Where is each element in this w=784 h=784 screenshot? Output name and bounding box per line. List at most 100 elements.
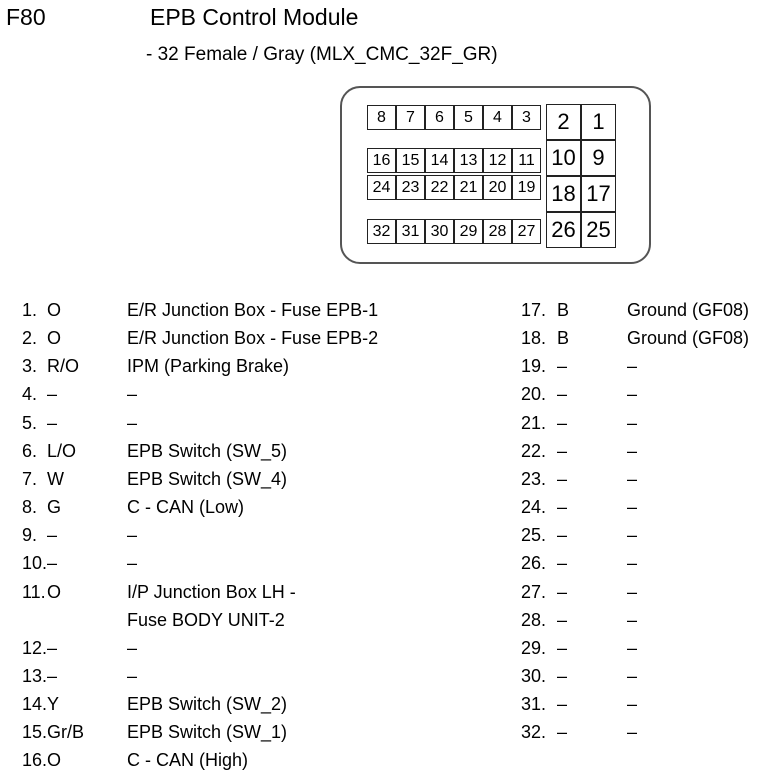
wire-color: –: [47, 637, 58, 658]
pin-description: IPM (Parking Brake): [127, 356, 290, 377]
wire-color: –: [557, 412, 568, 433]
wire-color: –: [557, 637, 568, 658]
pin-number: 7.: [22, 468, 38, 489]
wire-color: –: [557, 356, 568, 377]
pin-cell: 20: [483, 175, 512, 200]
pin-cell: 1: [581, 104, 616, 140]
wire-color: –: [557, 497, 568, 518]
wire-color: –: [557, 722, 568, 743]
pin-cell: 12: [483, 148, 512, 173]
component-title: EPB Control Module: [150, 4, 359, 30]
pin-number: 29.: [521, 637, 547, 658]
pin-description: EPB Switch (SW_5): [127, 440, 288, 461]
pin-number: 32.: [521, 722, 547, 743]
pin-description: –: [627, 637, 638, 658]
pin-number: 11.: [22, 581, 46, 602]
wire-color: Gr/B: [47, 722, 85, 743]
pin-description: –: [127, 553, 138, 574]
pin-description: –: [127, 412, 138, 433]
pin-cell: 26: [546, 212, 581, 248]
pin-cell: 3: [512, 105, 541, 130]
wire-color: –: [557, 665, 568, 686]
pin-description: –: [627, 609, 638, 630]
pin-cell: 16: [367, 148, 396, 173]
pin-cell: 19: [512, 175, 541, 200]
pin-cell: 29: [454, 219, 483, 244]
pin-description: –: [127, 525, 138, 546]
pin-description: –: [627, 525, 638, 546]
pin-number: 28.: [521, 609, 547, 630]
wire-color: O: [47, 328, 62, 349]
pin-number: 20.: [521, 384, 547, 405]
pin-description: EPB Switch (SW_1): [127, 722, 288, 743]
pin-description: E/R Junction Box - Fuse EPB-2: [127, 328, 379, 349]
pin-description: –: [627, 553, 638, 574]
pin-description: E/R Junction Box - Fuse EPB-1: [127, 300, 379, 320]
pin-description: –: [627, 722, 638, 743]
wire-color: –: [47, 412, 58, 433]
pin-cell: 31: [396, 219, 425, 244]
pin-number: 24.: [521, 497, 547, 518]
pin-description: –: [127, 384, 138, 405]
pin-description: C - CAN (High): [127, 750, 249, 771]
pin-number: 22.: [521, 440, 547, 461]
pin-description: –: [627, 384, 638, 405]
pin-number: 31.: [521, 694, 547, 715]
pin-cell: 30: [425, 219, 454, 244]
wire-color: –: [47, 525, 58, 546]
pin-number: 1.: [22, 300, 38, 320]
pin-cell: 7: [396, 105, 425, 130]
pin-number: 23.: [521, 468, 547, 489]
pin-description: Fuse BODY UNIT-2: [127, 609, 285, 630]
wire-color: G: [47, 497, 62, 518]
pin-number: 16.: [22, 750, 48, 771]
wire-color: R/O: [47, 356, 80, 377]
pin-number: 3.: [22, 356, 38, 377]
pin-cell: 17: [581, 176, 616, 212]
pin-number: 8.: [22, 497, 38, 518]
pin-number: 27.: [521, 581, 547, 602]
pin-number: 13.: [22, 665, 48, 686]
pin-number: 6.: [22, 440, 38, 461]
pin-description: –: [627, 356, 638, 377]
pin-description: EPB Switch (SW_4): [127, 468, 288, 489]
pin-description: C - CAN (Low): [127, 497, 245, 518]
wire-color: –: [557, 384, 568, 405]
pin-cell: 27: [512, 219, 541, 244]
pin-description: Ground (GF08): [627, 328, 750, 349]
pin-description: –: [127, 637, 138, 658]
wire-color: –: [557, 525, 568, 546]
pin-cell: 8: [367, 105, 396, 130]
pin-number: 15.: [22, 722, 48, 743]
wire-color: –: [557, 694, 568, 715]
pin-number: 10.: [22, 553, 48, 574]
wire-color: –: [47, 384, 58, 405]
wire-color: O: [47, 581, 62, 602]
wire-color: O: [47, 300, 62, 320]
pin-number: 25.: [521, 525, 547, 546]
wire-color: –: [557, 440, 568, 461]
pin-cell: 14: [425, 148, 454, 173]
pin-number: 19.: [521, 356, 547, 377]
pin-description: EPB Switch (SW_2): [127, 694, 288, 715]
pin-cell: 22: [425, 175, 454, 200]
pin-number: 21.: [521, 412, 547, 433]
pin-number: 30.: [521, 665, 547, 686]
pin-number: 5.: [22, 412, 38, 433]
wire-color: Y: [47, 694, 60, 715]
pin-number: 14.: [22, 694, 48, 715]
wire-color: L/O: [47, 440, 77, 461]
pin-description: I/P Junction Box LH -: [127, 581, 296, 602]
connector-id: F80: [6, 4, 46, 30]
pin-description: –: [627, 468, 638, 489]
pin-number: 17.: [521, 300, 547, 320]
wire-color: –: [557, 553, 568, 574]
pin-description: –: [627, 581, 638, 602]
wire-color: –: [557, 581, 568, 602]
pin-cell: 32: [367, 219, 396, 244]
pin-cell: 11: [512, 148, 541, 173]
wire-color: –: [557, 468, 568, 489]
pin-cell: 21: [454, 175, 483, 200]
pin-number: 18.: [521, 328, 547, 349]
pin-description: –: [127, 665, 138, 686]
